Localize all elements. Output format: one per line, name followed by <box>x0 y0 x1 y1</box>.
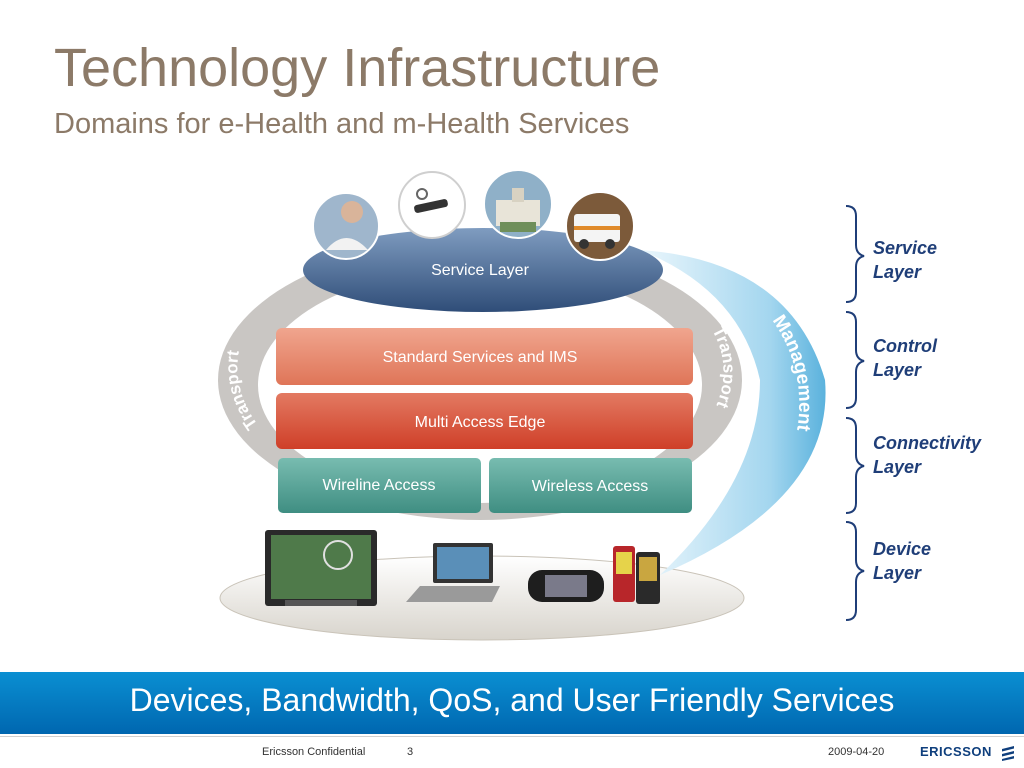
ericsson-logo-icon <box>1002 745 1015 761</box>
ericsson-logo-text: ERICSSON <box>920 744 992 759</box>
laptop-icon <box>406 543 500 602</box>
wireless-access-text: Wireless Access <box>532 478 648 495</box>
page-title: Technology Infrastructure <box>54 38 661 98</box>
brace-control-layer <box>845 311 865 409</box>
footer-date: 2009-04-20 <box>828 746 885 758</box>
layer-label-connectivity-line2: Layer <box>873 457 922 477</box>
service-layer-ellipse <box>303 228 663 312</box>
footer-confidential: Ericsson Confidential <box>262 746 366 758</box>
layer-label-service-line1: Service <box>873 238 938 258</box>
layer-label-device-line1: Device <box>873 539 932 559</box>
brace-service-layer <box>845 205 865 303</box>
wireline-access-text: Wireline Access <box>323 477 436 494</box>
medical-device-photo <box>398 171 466 239</box>
management-arc <box>640 250 826 575</box>
doctor-photo <box>312 192 380 260</box>
ambulance-photo <box>565 191 635 261</box>
ericsson-logo: ERICSSON <box>920 744 1015 761</box>
layer-label-control: Control Layer <box>873 334 1013 382</box>
standard-services-text: Standard Services and IMS <box>383 349 578 366</box>
television-icon <box>265 530 377 606</box>
wireline-access-box <box>278 458 481 513</box>
page-subtitle: Domains for e-Health and m-Health Servic… <box>54 108 630 140</box>
layer-label-connectivity-line1: Connectivity <box>873 433 982 453</box>
layer-label-service: Service Layer <box>873 236 1013 284</box>
summary-banner: Devices, Bandwidth, QoS, and User Friend… <box>0 672 1024 734</box>
handheld-game-icon <box>528 570 604 602</box>
mobile-phones-icon <box>613 546 660 604</box>
layer-label-device: Device Layer <box>873 537 1013 585</box>
wireless-access-box <box>489 458 692 513</box>
footer-divider <box>0 736 1024 737</box>
multi-access-edge-bar <box>276 393 693 449</box>
service-layer-text: Service Layer <box>431 262 529 279</box>
brace-connectivity-layer <box>845 417 865 514</box>
brace-device-layer <box>845 521 865 621</box>
layer-label-connectivity: Connectivity Layer <box>873 431 1013 479</box>
multi-access-edge-text: Multi Access Edge <box>415 414 546 431</box>
hospital-building-photo <box>483 169 553 239</box>
layer-label-service-line2: Layer <box>873 262 922 282</box>
summary-banner-text: Devices, Bandwidth, QoS, and User Friend… <box>129 682 895 718</box>
standard-services-bar <box>276 328 693 385</box>
layer-label-device-line2: Layer <box>873 563 922 583</box>
footer-page-number: 3 <box>407 746 414 758</box>
layer-label-control-line1: Control <box>873 336 937 356</box>
layer-label-control-line2: Layer <box>873 360 922 380</box>
infrastructure-diagram: Management Transport Transport Service L… <box>218 169 865 641</box>
